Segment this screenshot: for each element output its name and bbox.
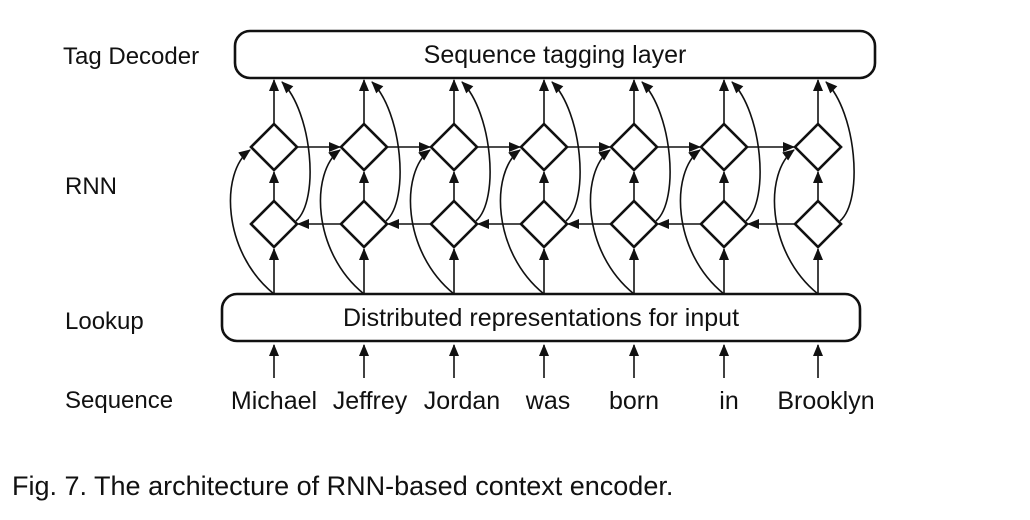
forward-rnn-cell (519, 122, 569, 172)
lookup-to-forward-arrow (499, 149, 545, 295)
backward-rnn-cell (249, 199, 299, 249)
backward-to-tagger-arrow (641, 81, 671, 222)
lookup-layer-label: Distributed representations for input (343, 304, 739, 332)
word-label: in (719, 387, 738, 415)
lookup-to-forward-arrow (229, 149, 275, 295)
forward-rnn-cell (429, 122, 479, 172)
forward-rnn-cell (699, 122, 749, 172)
word-label: Jordan (424, 387, 500, 415)
forward-rnn-cell (793, 122, 843, 172)
backward-to-tagger-arrow (731, 81, 761, 222)
backward-rnn-cell (339, 199, 389, 249)
lookup-to-forward-arrow (409, 149, 455, 295)
backward-to-tagger-arrow (825, 81, 855, 222)
lookup-to-forward-arrow (319, 149, 365, 295)
forward-rnn-cell (609, 122, 659, 172)
backward-to-tagger-arrow (371, 81, 401, 222)
backward-rnn-cell (609, 199, 659, 249)
word-label: born (609, 387, 659, 415)
rnn-connections (229, 79, 855, 378)
lookup-to-forward-arrow (679, 149, 725, 295)
backward-rnn-cell (429, 199, 479, 249)
row-label-lookup: Lookup (65, 308, 144, 335)
row-label-rnn: RNN (65, 173, 117, 200)
word-label: Jeffrey (333, 387, 408, 415)
backward-to-tagger-arrow (281, 81, 311, 222)
backward-rnn-cell (519, 199, 569, 249)
backward-to-tagger-arrow (461, 81, 491, 222)
lookup-layer-box (220, 292, 862, 343)
word-label: Michael (231, 387, 317, 415)
rnn-cells (249, 122, 843, 249)
input-words: Michael Jeffrey Jordan was born in Brooklyn (231, 387, 875, 415)
sequence-tagging-layer-label: Sequence tagging layer (424, 41, 687, 69)
forward-rnn-cell (249, 122, 299, 172)
word-label: Brooklyn (777, 387, 874, 415)
word-label: was (525, 387, 570, 415)
lookup-to-forward-arrow (773, 149, 819, 295)
backward-rnn-cell (793, 199, 843, 249)
backward-to-tagger-arrow (551, 81, 581, 222)
sequence-tagging-layer-box (233, 29, 877, 80)
lookup-to-forward-arrow (589, 149, 635, 295)
backward-rnn-cell (699, 199, 749, 249)
forward-rnn-cell (339, 122, 389, 172)
figure-caption: Fig. 7. The architecture of RNN-based co… (12, 471, 673, 501)
row-label-tag-decoder: Tag Decoder (63, 43, 199, 70)
row-label-sequence: Sequence (65, 387, 173, 414)
